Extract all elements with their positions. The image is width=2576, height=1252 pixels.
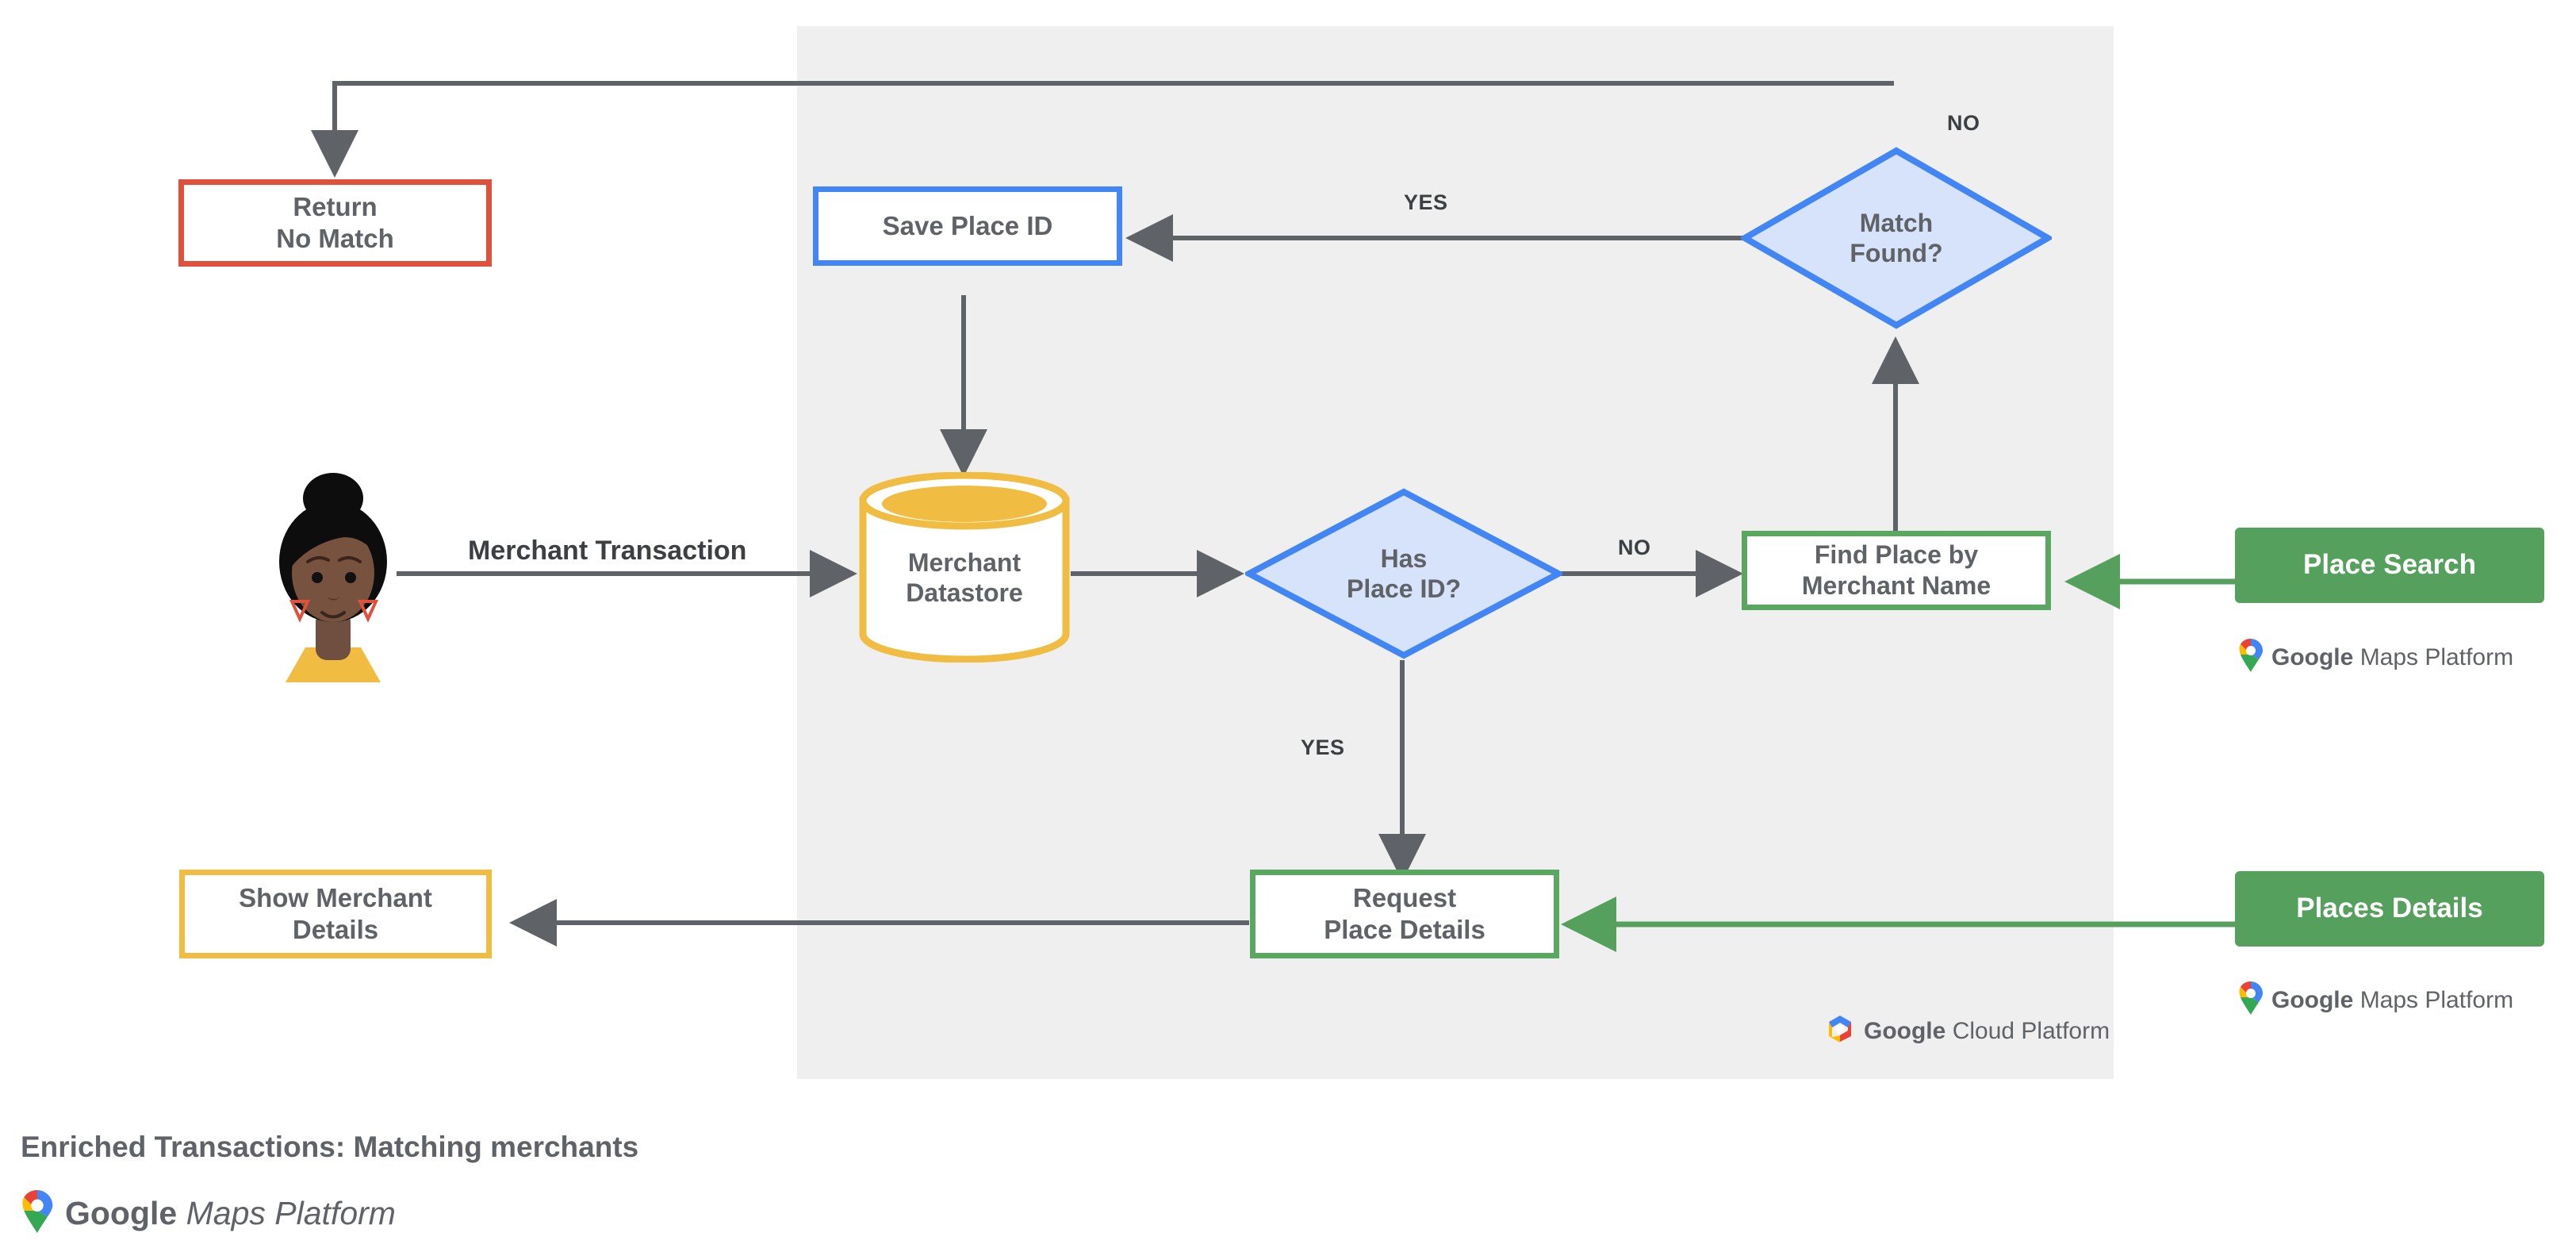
node-return-no-match-line1: Return	[293, 191, 378, 221]
footer-gmp-lockup: Google Maps Platform	[21, 1190, 396, 1237]
edge-label-has-place-id-no: NO	[1618, 536, 1651, 559]
node-find-place-line2: Merchant Name	[1801, 571, 1991, 600]
edge-label-match-found-yes: YES	[1404, 190, 1448, 214]
places-details-brand-bold: Google	[2271, 986, 2354, 1013]
places-details-brand-light: Maps Platform	[2359, 986, 2514, 1013]
node-show-merchant-details-line2: Details	[292, 915, 379, 944]
user-avatar-icon	[262, 460, 404, 682]
node-place-search-api[interactable]: Place Search	[2235, 528, 2544, 603]
node-show-merchant-details-line1: Show Merchant	[239, 882, 432, 912]
google-cloud-platform-lockup: Google Cloud Platform	[1824, 1013, 2110, 1049]
node-places-details-api[interactable]: Places Details	[2235, 871, 2544, 947]
edge-label-merchant-transaction: Merchant Transaction	[468, 536, 747, 566]
edge-match-found-no-to-return-no-match	[311, 81, 1894, 178]
node-show-merchant-details[interactable]: Show Merchant Details	[179, 870, 492, 958]
node-find-place-by-merchant-name[interactable]: Find Place by Merchant Name	[1742, 531, 2051, 610]
google-maps-pin-icon	[21, 1190, 54, 1237]
node-merchant-datastore[interactable]: Merchant Datastore	[857, 472, 1072, 662]
edge-label-has-place-id-yes: YES	[1301, 735, 1345, 759]
place-search-brand-light: Maps Platform	[2359, 643, 2514, 670]
node-return-no-match-line2: No Match	[276, 224, 394, 253]
google-maps-pin-icon	[2238, 981, 2264, 1019]
node-has-place-id-decision[interactable]: Has Place ID?	[1245, 488, 1562, 659]
gcp-brand-light: Cloud Platform	[1952, 1017, 2110, 1044]
google-cloud-hexagon-icon	[1824, 1013, 1856, 1049]
footer-brand-light: Maps Platform	[186, 1195, 396, 1231]
node-match-found-decision[interactable]: Match Found?	[1741, 147, 2052, 329]
place-search-gmp-lockup: Google Maps Platform	[2238, 639, 2513, 676]
node-request-place-details[interactable]: Request Place Details	[1250, 870, 1559, 958]
page-title: Enriched Transactions: Matching merchant…	[21, 1131, 639, 1163]
edge-label-match-found-no: NO	[1947, 111, 1980, 135]
google-maps-pin-icon	[2238, 639, 2264, 676]
places-details-gmp-lockup: Google Maps Platform	[2238, 981, 2513, 1019]
node-save-place-id[interactable]: Save Place ID	[813, 186, 1122, 266]
node-save-place-id-label: Save Place ID	[882, 210, 1053, 240]
gcp-brand-bold: Google	[1864, 1017, 1946, 1044]
node-request-place-details-line2: Place Details	[1324, 915, 1485, 944]
node-request-place-details-line1: Request	[1352, 882, 1457, 912]
footer-brand-bold: Google	[65, 1195, 178, 1231]
node-find-place-line1: Find Place by	[1814, 540, 1979, 569]
node-return-no-match[interactable]: Return No Match	[178, 179, 492, 267]
place-search-brand-bold: Google	[2271, 643, 2354, 670]
node-places-details-label: Places Details	[2296, 893, 2483, 924]
node-place-search-label: Place Search	[2303, 549, 2476, 581]
